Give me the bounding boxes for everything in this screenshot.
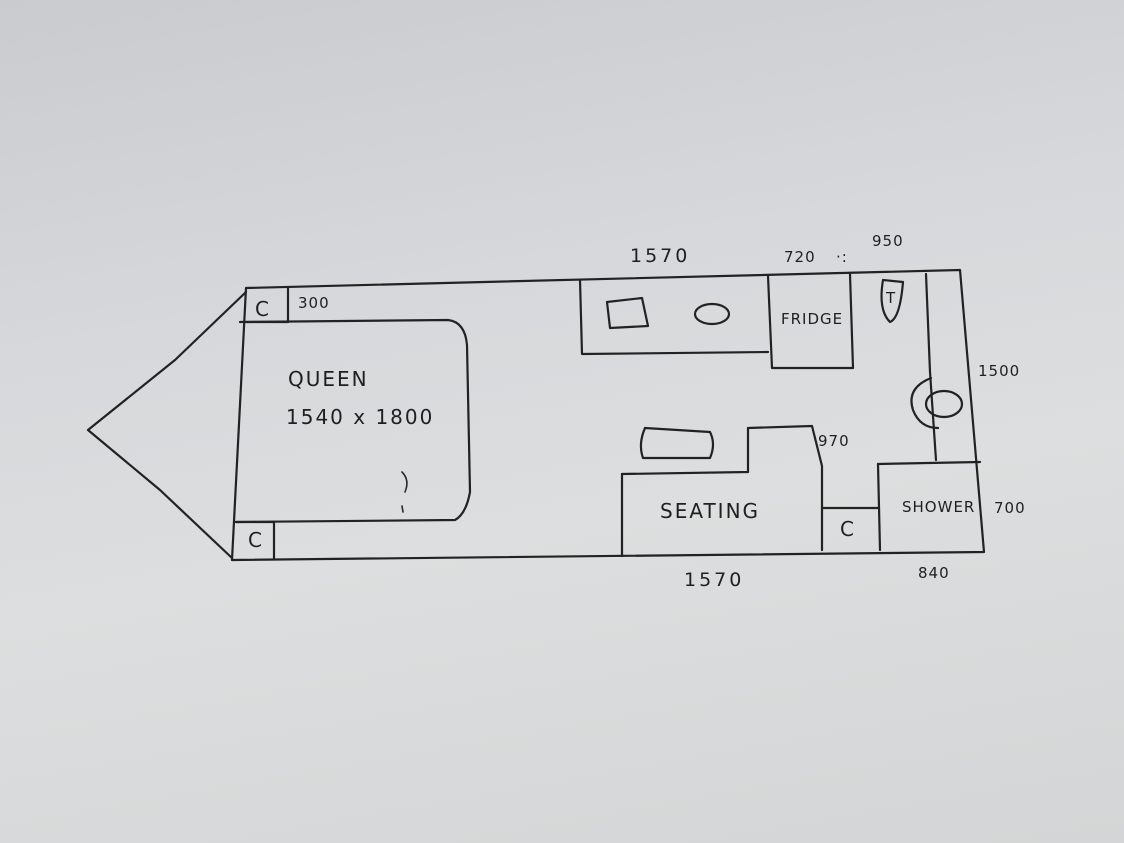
bathroom: T 950 1500 <box>872 232 1020 462</box>
fridge: FRIDGE 720 ·: <box>766 248 855 370</box>
bed-name-label: QUEEN <box>288 367 369 391</box>
svg-text:·:: ·: <box>836 248 848 266</box>
shower-label: SHOWER <box>902 498 975 516</box>
cupboard-bottom-left: C <box>234 520 276 560</box>
dim-top-fridge: 720 <box>784 248 816 266</box>
cupboard-top-left-label: C <box>255 297 271 321</box>
cupboard-bottom-right: C <box>820 506 880 541</box>
basin-icon <box>880 278 905 324</box>
toilet-seat-icon <box>924 389 964 419</box>
dim-right-bathroom: 1500 <box>978 362 1020 380</box>
dim-right-shower: 700 <box>994 499 1026 517</box>
dim-bottom-shower: 840 <box>918 564 950 582</box>
shower: SHOWER 700 840 <box>876 460 1026 582</box>
toilet-label: T <box>885 289 896 307</box>
caravan-outline <box>230 268 986 562</box>
dinette: SEATING 970 1570 <box>620 424 850 591</box>
dim-seating-back: 970 <box>818 432 850 450</box>
seating-label: SEATING <box>660 499 760 523</box>
queen-bed: QUEEN 1540 x 1800 <box>234 318 472 524</box>
fridge-label: FRIDGE <box>781 310 843 328</box>
dim-bottom-seating: 1570 <box>684 569 744 591</box>
kitchen-bench: 1570 <box>578 245 770 356</box>
bed-size-label: 1540 x 1800 <box>286 405 434 429</box>
cupboard-top-left: C 300 <box>244 286 330 324</box>
cupboard-bottom-right-label: C <box>840 517 856 541</box>
stove-icon <box>693 302 731 326</box>
dim-top-bathroom: 950 <box>872 232 904 250</box>
table-icon <box>639 426 715 460</box>
sink-icon <box>605 296 650 330</box>
cupboard-bottom-left-label: C <box>248 528 264 552</box>
dim-top-kitchen: 1570 <box>630 245 690 267</box>
toilet-bowl-icon <box>910 376 940 430</box>
tow-hitch <box>86 290 248 560</box>
dim-top-cupboard: 300 <box>298 294 330 312</box>
